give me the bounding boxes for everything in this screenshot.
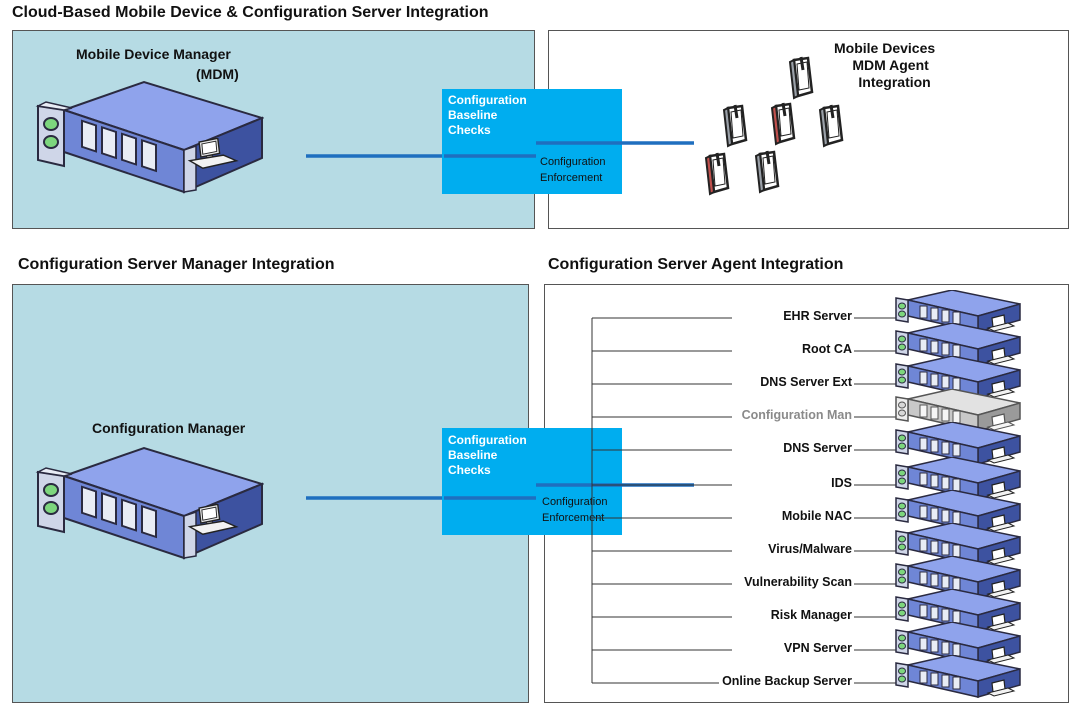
top-enforcement-line1: Configuration xyxy=(540,156,606,168)
devices-label-line1: Mobile Devices xyxy=(834,40,936,56)
devices-label-line3: Integration xyxy=(858,74,931,90)
bottom-baseline-label: Configuration Baseline Checks xyxy=(448,433,527,478)
top-section-title: Cloud-Based Mobile Device & Configuratio… xyxy=(12,4,489,21)
top-baseline-line2: Baseline xyxy=(448,108,498,122)
bottom-enforcement-line1: Configuration xyxy=(542,496,608,508)
bottom-right-title: Configuration Server Agent Integration xyxy=(548,256,844,273)
rack-server-icon xyxy=(892,655,1022,699)
server-label: Root CA xyxy=(799,342,852,356)
mdm-label-line2: (MDM) xyxy=(196,66,239,82)
top-baseline-line1: Configuration xyxy=(448,93,527,107)
top-baseline-line3: Checks xyxy=(448,123,491,137)
devices-label-line2: MDM Agent xyxy=(852,57,929,73)
server-label: Virus/Malware xyxy=(765,542,852,556)
server-label: VPN Server xyxy=(780,641,852,655)
bottom-baseline-line1: Configuration xyxy=(448,433,527,447)
server-label: Online Backup Server xyxy=(719,674,852,688)
server-label: Configuration Man xyxy=(738,408,852,422)
server-label: DNS Server xyxy=(780,441,852,455)
bottom-baseline-line2: Baseline xyxy=(448,448,498,462)
server-label: IDS xyxy=(828,476,852,490)
mobile-devices-label: Mobile Devices MDM Agent Integration xyxy=(834,40,935,91)
bottom-baseline-line3: Checks xyxy=(448,463,491,477)
top-enforcement-label: Configuration Enforcement xyxy=(540,154,605,186)
bottom-enforcement-line2: Enforcement xyxy=(542,512,605,524)
mdm-label-line1: Mobile Device Manager xyxy=(76,46,231,62)
server-label: EHR Server xyxy=(780,309,852,323)
server-label: DNS Server Ext xyxy=(757,375,852,389)
bottom-left-title: Configuration Server Manager Integration xyxy=(18,256,335,273)
top-baseline-label: Configuration Baseline Checks xyxy=(448,93,527,138)
top-enforcement-line2: Enforcement xyxy=(540,172,603,184)
bottom-enforcement-label: Configuration Enforcement xyxy=(542,494,607,526)
configuration-manager-label: Configuration Manager xyxy=(92,420,246,436)
server-label: Risk Manager xyxy=(767,608,852,622)
server-label: Vulnerability Scan xyxy=(741,575,852,589)
server-label: Mobile NAC xyxy=(778,509,852,523)
